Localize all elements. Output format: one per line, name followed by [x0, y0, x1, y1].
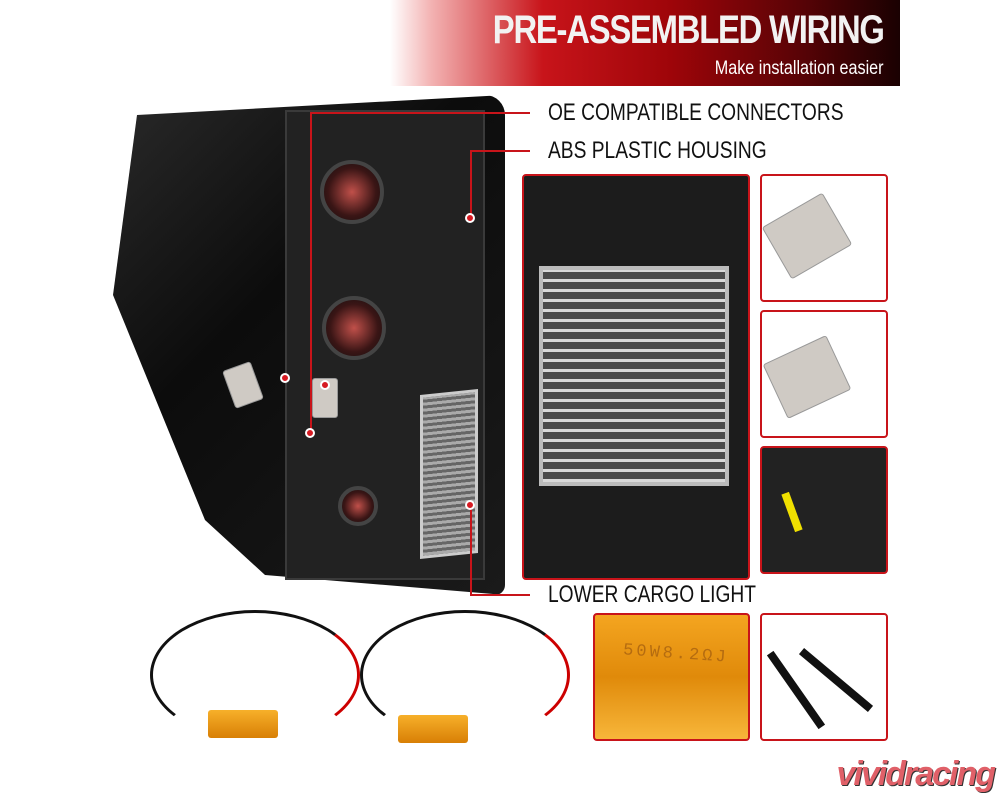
callout-line [470, 150, 472, 218]
resistor-harness-wire [360, 610, 570, 740]
callout-line [470, 505, 472, 595]
cargo-light-detail-panel [522, 174, 750, 580]
resistor-harness-wire [150, 610, 360, 740]
marker-dot [320, 380, 330, 390]
resistor-detail-panel: 50W8.2ΩJ [593, 613, 750, 741]
bulb-socket [322, 296, 386, 360]
load-resistor [208, 710, 278, 738]
bulb-socket [338, 486, 378, 526]
terminal-detail-panel [760, 613, 888, 741]
header-banner: PRE-ASSEMBLED WIRING Make installation e… [390, 0, 900, 86]
callout-line [470, 594, 530, 596]
callout-connectors: OE COMPATIBLE CONNECTORS [548, 99, 844, 126]
marker-dot [465, 500, 475, 510]
marker-dot [305, 428, 315, 438]
callout-line [310, 112, 530, 114]
bulb-socket [320, 160, 384, 224]
resistor-label: 50W8.2ΩJ [622, 641, 730, 668]
watermark-logo: vividracing [836, 755, 996, 793]
header-subtitle: Make installation easier [715, 58, 884, 79]
header-title: PRE-ASSEMBLED WIRING [493, 8, 885, 52]
callout-line [470, 150, 530, 152]
marker-dot [280, 373, 290, 383]
splice-detail-panel [760, 446, 888, 574]
callout-housing: ABS PLASTIC HOUSING [548, 137, 767, 164]
connector-detail-panel [760, 174, 888, 302]
connector-detail-panel [760, 310, 888, 438]
marker-dot [465, 213, 475, 223]
callout-cargo-light: LOWER CARGO LIGHT [548, 581, 757, 608]
load-resistor [398, 715, 468, 743]
callout-line [310, 112, 312, 432]
